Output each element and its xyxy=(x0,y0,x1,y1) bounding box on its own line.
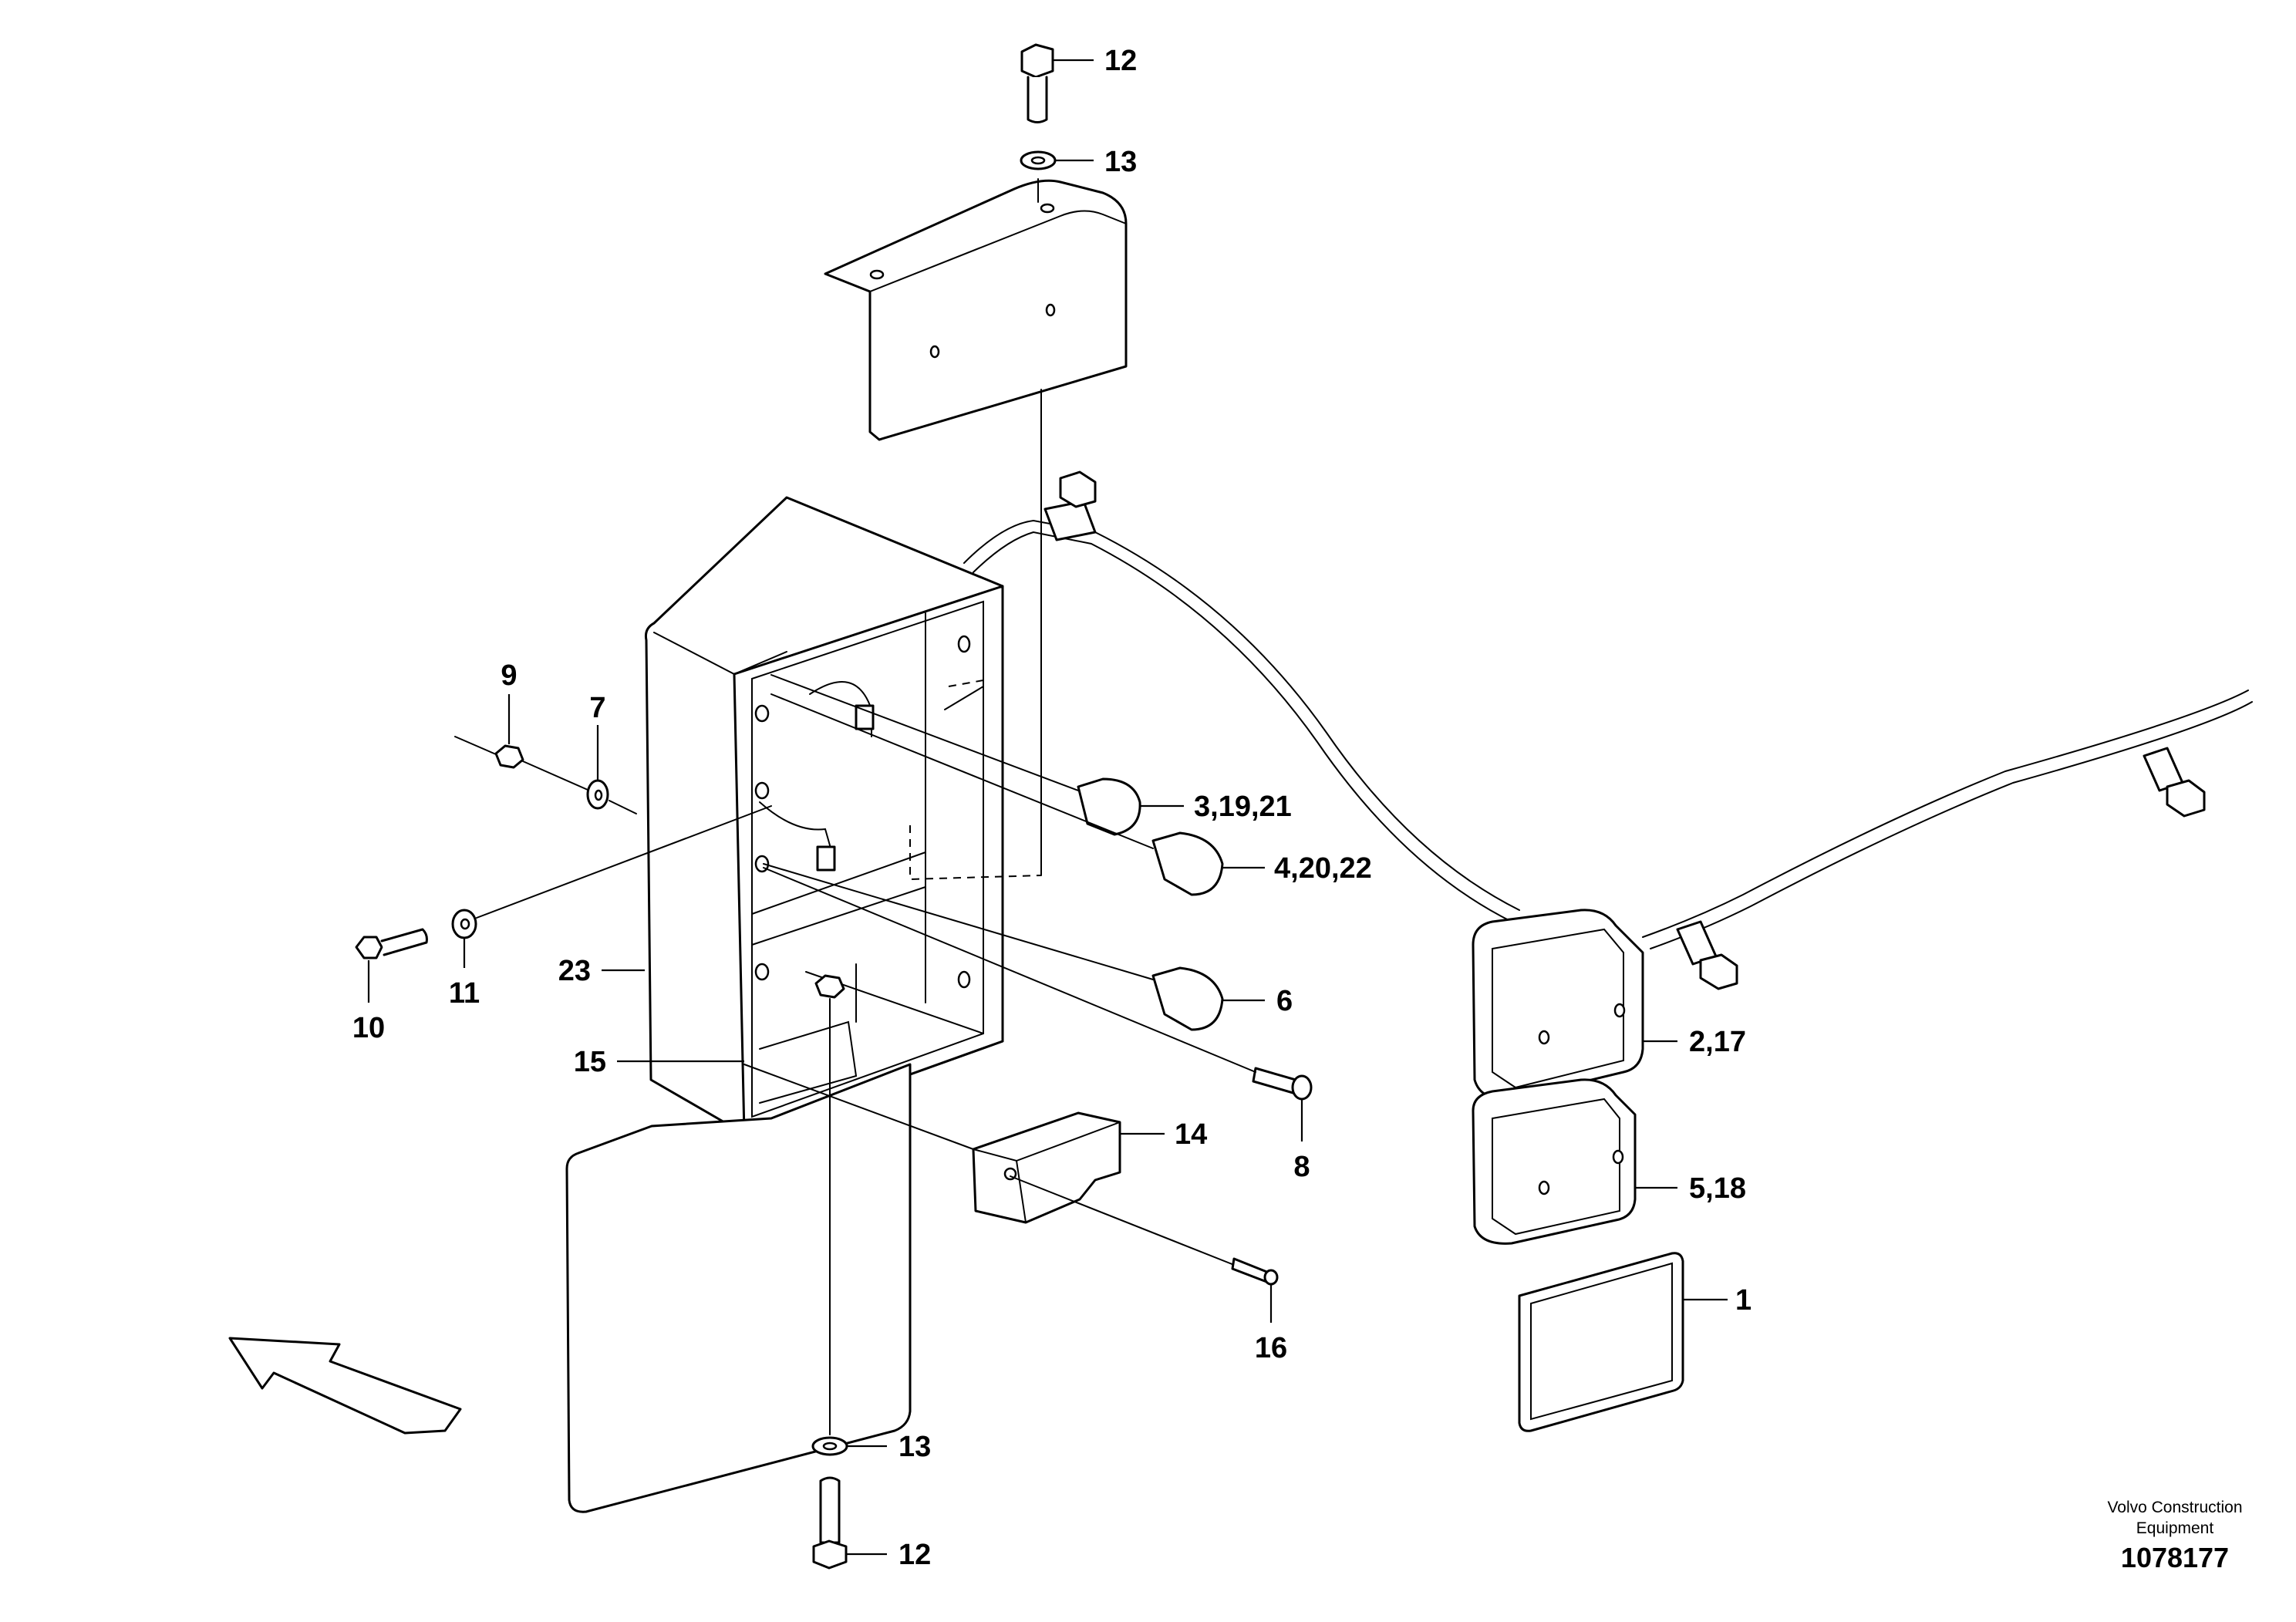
screw-16 xyxy=(1231,1257,1279,1286)
document-number: 1078177 xyxy=(2121,1542,2229,1573)
mounting-bracket xyxy=(824,179,1128,441)
callout-15: 15 xyxy=(574,1046,606,1078)
side-lamp-upper xyxy=(1472,909,1644,1101)
bulb-3-19-21 xyxy=(1077,777,1141,836)
side-lamp-lower xyxy=(1472,1078,1637,1245)
washer-7 xyxy=(586,779,609,810)
nut-9 xyxy=(494,744,524,769)
callout-12-bottom: 12 xyxy=(899,1539,931,1571)
callout-3-19-21: 3,19,21 xyxy=(1194,791,1292,823)
direction-arrow xyxy=(228,1337,462,1435)
washer-11 xyxy=(451,909,477,939)
bulb-4-20-22 xyxy=(1151,831,1224,896)
callout-9: 9 xyxy=(501,659,517,692)
callout-11: 11 xyxy=(449,977,480,1010)
callout-12-top: 12 xyxy=(1104,45,1137,77)
bolt-10 xyxy=(355,928,428,959)
cable-harness xyxy=(963,470,2253,990)
callout-labels: 12 13 9 7 3,19,21 4,20,22 6 10 11 23 15 … xyxy=(352,45,1752,1571)
callout-23: 23 xyxy=(558,955,591,987)
leader-lines xyxy=(367,59,1728,1556)
nut-bottom xyxy=(814,974,845,999)
callout-7: 7 xyxy=(589,692,605,724)
callout-5-18: 5,18 xyxy=(1689,1172,1746,1205)
callout-2-17: 2,17 xyxy=(1689,1026,1746,1058)
callout-1: 1 xyxy=(1735,1284,1752,1317)
bolt-bottom xyxy=(812,1476,848,1570)
callout-10: 10 xyxy=(352,1012,385,1044)
screw-8 xyxy=(1252,1067,1313,1101)
washer-top xyxy=(1020,150,1057,170)
lamp-housing xyxy=(645,496,1004,1135)
callout-13-bottom: 13 xyxy=(899,1431,931,1463)
callout-6: 6 xyxy=(1276,985,1293,1017)
connector-14 xyxy=(972,1111,1121,1224)
callout-4-20-22: 4,20,22 xyxy=(1274,852,1372,885)
reflector xyxy=(1518,1252,1684,1432)
bulb-6 xyxy=(1151,966,1224,1031)
brand-line-2: Equipment xyxy=(2136,1519,2214,1537)
callout-16: 16 xyxy=(1255,1332,1287,1364)
bolt-top xyxy=(1020,43,1054,123)
license-plate xyxy=(565,1063,912,1513)
callout-8: 8 xyxy=(1293,1151,1310,1183)
washer-bottom xyxy=(811,1436,848,1456)
callout-13-top: 13 xyxy=(1104,146,1137,178)
callout-14: 14 xyxy=(1175,1118,1207,1151)
brand-line-1: Volvo Construction xyxy=(2107,1499,2242,1516)
